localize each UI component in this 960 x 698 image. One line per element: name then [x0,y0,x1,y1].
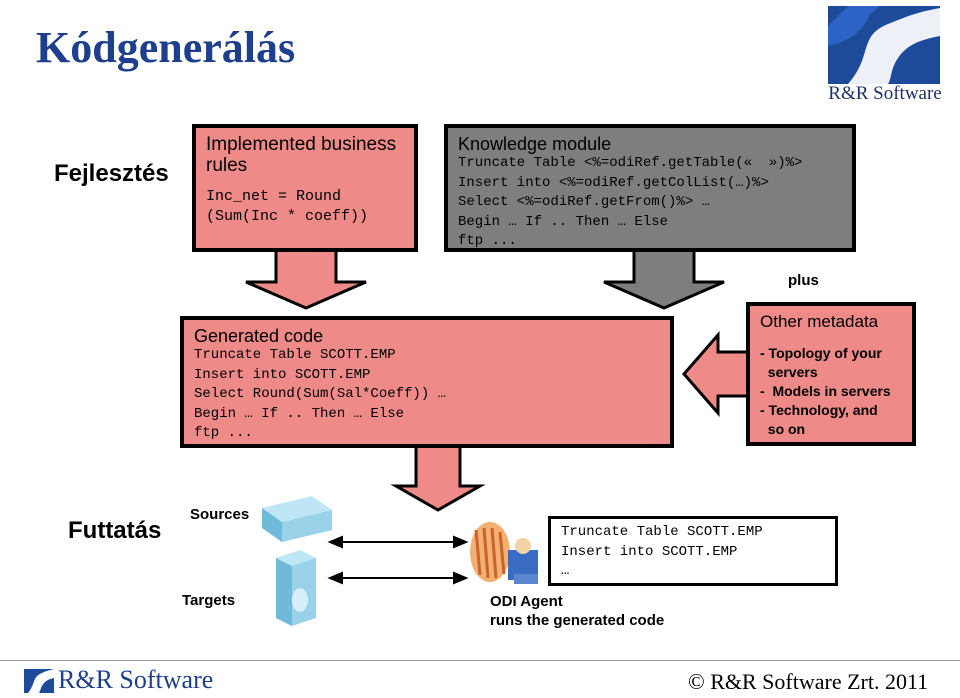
targets-double-arrow [327,571,469,585]
odi-agent-label: ODI Agent runs the generated code [490,592,664,630]
copyright: © R&R Software Zrt. 2011 [688,669,929,694]
other-metadata-title: Other metadata [760,312,879,331]
sources-label: Sources [190,506,250,523]
knowledge-module-code-line: ftp ... [458,233,517,249]
sources-double-arrow [327,535,469,549]
odi-agent-label-line: runs the generated code [490,612,665,629]
targets-label: Targets [182,592,236,609]
development-label: Fejlesztés [54,160,169,187]
metadata-item: - Topology of your [760,345,882,361]
generated-code-line: Select Round(Sum(Sal*Coeff)) … [194,386,447,402]
knowledge-module-code-line: Begin … If .. Then … Else [458,213,669,230]
page-title: Kódgenerálás [36,23,296,72]
logo-text: R&R Software [828,83,942,104]
business-rules-code-line: Inc_net = Round [206,188,342,205]
odi-agent-label-line: ODI Agent [490,593,563,610]
generated-code-line: ftp ... [194,425,253,441]
footer-divider [0,660,960,661]
business-rules-title: Implemented business rules [206,134,397,176]
targets-database-icon [276,550,316,626]
knowledge-module-code-line: Truncate Table <%=odiRef.getTable(« »)%> [458,155,803,171]
metadata-arrow [682,330,750,418]
business-rules-arrow [245,248,367,310]
knowledge-module-title: Knowledge module [458,134,612,154]
knowledge-module-arrow [603,248,725,310]
knowledge-module-box: Knowledge module Truncate Table <%=odiRe… [444,124,856,252]
generated-code-box: Generated code Truncate Table SCOTT.EMP … [180,316,674,448]
business-rules-box: Implemented business rules Inc_net = Rou… [192,124,418,252]
runtime-code-box: Truncate Table SCOTT.EMP Insert into SCO… [548,516,838,586]
rr-logo-icon [828,6,940,84]
generated-code-arrow [390,444,486,512]
knowledge-module-code-line: Select <%=odiRef.getFrom()%> … [458,194,711,210]
metadata-item: so on [760,421,806,437]
plus-label: plus [788,272,819,289]
footer-logo-icon [24,669,54,693]
sources-database-icon [262,496,332,542]
generated-code-line: Truncate Table SCOTT.EMP [194,347,396,363]
runtime-code-line: Truncate Table SCOTT.EMP [561,524,763,540]
footer-brand: R&R Software [58,665,214,694]
odi-agent-icon [470,522,538,584]
metadata-item: - Technology, and [760,402,878,418]
runtime-code-line: Insert into SCOTT.EMP [561,543,738,560]
generated-code-title: Generated code [194,326,324,346]
metadata-item: - Models in servers [760,383,891,399]
other-metadata-box: Other metadata - Topology of your server… [746,302,916,446]
execution-label: Futtatás [68,517,162,544]
knowledge-module-code-line: Insert into <%=odiRef.getColList(…)%> [458,174,769,191]
generated-code-line: Insert into SCOTT.EMP [194,366,371,383]
generated-code-line: Begin … If .. Then … Else [194,405,405,422]
business-rules-code-line: (Sum(Inc * coeff)) [206,208,369,225]
metadata-item: servers [760,364,818,380]
runtime-code-line: … [561,563,570,579]
